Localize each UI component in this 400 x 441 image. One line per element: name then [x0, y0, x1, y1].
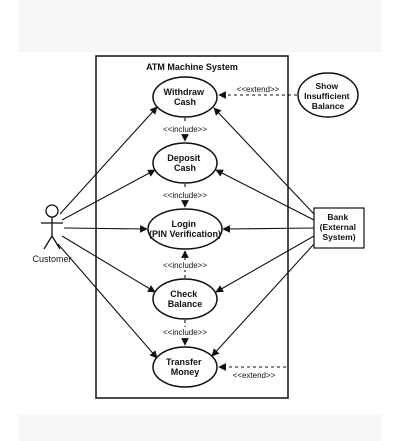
system-title: ATM Machine System — [146, 62, 238, 72]
assoc-customer-login — [63, 225, 148, 233]
bottom-margin-band — [18, 415, 382, 441]
login-label: Login (PIN Verification) — [149, 219, 221, 239]
use-case-withdraw-cash — [152, 76, 218, 118]
assoc-bank-deposit — [215, 169, 315, 221]
use-case-deposit-cash — [152, 142, 218, 184]
bank-label: Bank (External System) — [320, 212, 359, 242]
include-label-4: <<include>> — [163, 328, 207, 337]
extend-label-2: <<extend>> — [233, 371, 276, 380]
assoc-customer-deposit — [61, 169, 156, 221]
top-margin-band — [18, 0, 382, 52]
assoc-bank-withdraw — [213, 107, 315, 215]
deposit-cash-label: Deposit Cash — [167, 153, 203, 173]
use-case-check-balance — [152, 278, 218, 320]
transfer-money-label: Transfer Money — [166, 357, 204, 377]
withdraw-cash-label: Withdraw Cash — [164, 87, 207, 107]
show-insufficient-balance-label: Show Insufficient Balance — [304, 81, 352, 111]
customer-label: Customer — [32, 254, 71, 264]
extend-label-1: <<extend>> — [237, 85, 280, 94]
include-label-2: <<include>> — [163, 191, 207, 200]
customer-actor — [41, 204, 63, 250]
use-case-transfer-money — [152, 346, 218, 388]
assoc-customer-check — [61, 235, 156, 293]
check-balance-label: Check Balance — [168, 289, 203, 309]
include-label-3: <<include>> — [163, 261, 207, 270]
customer-head — [45, 204, 59, 218]
system-boundary — [95, 55, 289, 399]
assoc-bank-check — [215, 235, 315, 293]
assoc-bank-transfer — [211, 243, 315, 357]
include-label-1: <<include>> — [163, 125, 207, 134]
use-case-login — [147, 208, 223, 250]
assoc-customer-withdraw — [59, 106, 158, 215]
assoc-customer-transfer — [57, 243, 158, 359]
use-case-show-insufficient-balance — [297, 72, 359, 118]
assoc-bank-login — [222, 225, 315, 233]
